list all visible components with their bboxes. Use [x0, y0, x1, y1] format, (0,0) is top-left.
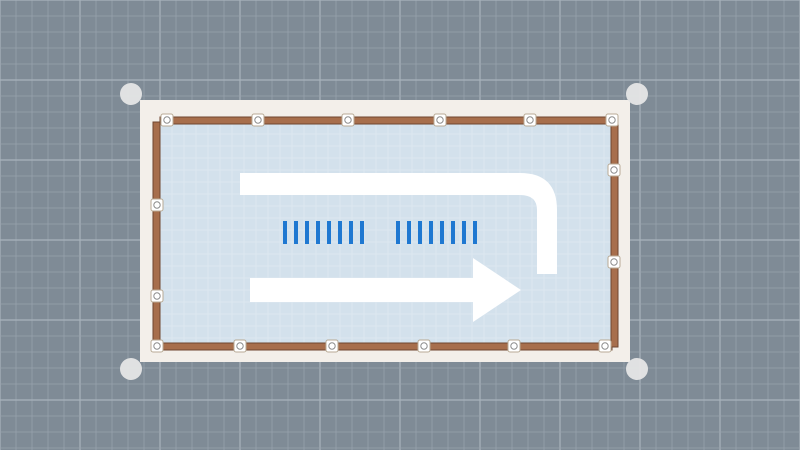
stripe	[327, 221, 331, 244]
stripe	[316, 221, 320, 244]
fence-bottom[interactable]	[159, 342, 613, 351]
fence-top[interactable]	[159, 116, 613, 125]
fence-post-bolt-icon	[163, 116, 171, 124]
fence-posts[interactable]	[150, 113, 621, 353]
fence-post[interactable]	[150, 339, 164, 353]
fence-post-bolt-icon	[608, 116, 616, 124]
crosswalk-stripes[interactable]	[283, 221, 477, 244]
straight-arrow-marking[interactable]	[250, 258, 521, 322]
stripe	[349, 221, 353, 244]
fence-right[interactable]	[610, 121, 619, 348]
stripe	[407, 221, 411, 244]
fence-post[interactable]	[607, 255, 621, 269]
stripe	[294, 221, 298, 244]
fence-post-bolt-icon	[236, 342, 244, 350]
fence-post-bolt-icon	[601, 342, 609, 350]
fence-left[interactable]	[152, 121, 161, 348]
stripe	[440, 221, 444, 244]
fence-post-bolt-icon	[510, 342, 518, 350]
resize-handles[interactable]	[120, 83, 648, 380]
fence-post-bolt-icon	[254, 116, 262, 124]
room-floor[interactable]	[160, 122, 612, 346]
fence-post[interactable]	[150, 198, 164, 212]
fence-post[interactable]	[233, 339, 247, 353]
fence-post-bolt-icon	[328, 342, 336, 350]
fence-post[interactable]	[150, 289, 164, 303]
fence-post[interactable]	[325, 339, 339, 353]
fence-post-bolt-icon	[610, 258, 618, 266]
corner-handle-bottom-left[interactable]	[120, 358, 142, 380]
fence-post[interactable]	[507, 339, 521, 353]
fence-post[interactable]	[605, 113, 619, 127]
stripe	[451, 221, 455, 244]
stripe	[338, 221, 342, 244]
fence-post-bolt-icon	[153, 201, 161, 209]
fence-post[interactable]	[251, 113, 265, 127]
fence-post-bolt-icon	[420, 342, 428, 350]
stripe	[283, 221, 287, 244]
fence-post[interactable]	[341, 113, 355, 127]
fence-post-bolt-icon	[153, 342, 161, 350]
fence-post-bolt-icon	[436, 116, 444, 124]
stripe	[473, 221, 477, 244]
stripe	[429, 221, 433, 244]
fence-post[interactable]	[607, 163, 621, 177]
stripe	[418, 221, 422, 244]
fence-post-bolt-icon	[344, 116, 352, 124]
fence-post[interactable]	[433, 113, 447, 127]
room[interactable]	[140, 100, 630, 362]
fence-post[interactable]	[523, 113, 537, 127]
fence-post-bolt-icon	[526, 116, 534, 124]
corner-handle-top-left[interactable]	[120, 83, 142, 105]
u-turn-arrow-marking[interactable]	[240, 173, 557, 274]
stripe	[305, 221, 309, 244]
fence-post[interactable]	[417, 339, 431, 353]
stripe	[462, 221, 466, 244]
fence-post-bolt-icon	[153, 292, 161, 300]
fence-post[interactable]	[598, 339, 612, 353]
floor-grid	[160, 122, 612, 346]
fence-post-bolt-icon	[610, 166, 618, 174]
fence-post[interactable]	[160, 113, 174, 127]
corner-handle-top-right[interactable]	[626, 83, 648, 105]
stripe	[360, 221, 364, 244]
corner-handle-bottom-right[interactable]	[626, 358, 648, 380]
stripe	[396, 221, 400, 244]
